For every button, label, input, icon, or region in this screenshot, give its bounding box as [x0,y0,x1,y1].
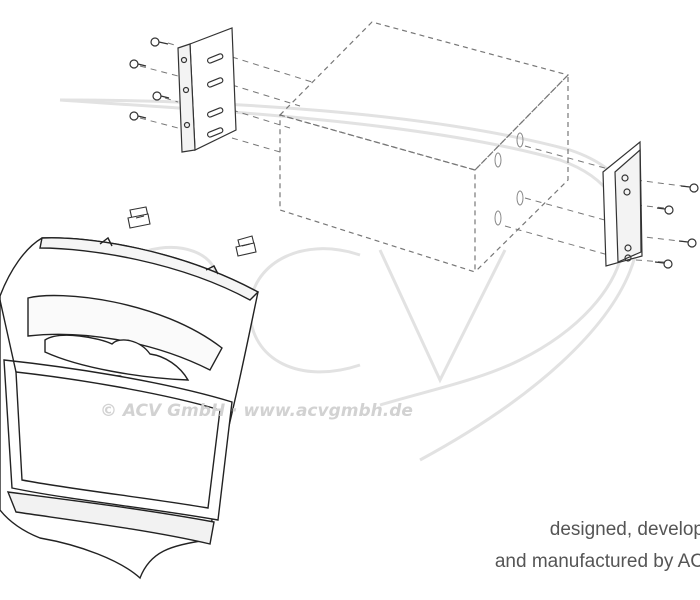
slot [516,132,524,148]
screw-icon [150,37,169,47]
left-screws [129,37,170,121]
watermark-letter-v [378,249,507,384]
radio-box-top [278,21,570,171]
clip-icon [127,206,151,229]
clip-icon [235,235,257,257]
right-screws [654,183,699,269]
credit-line-2: and manufactured by AC [494,551,700,572]
dash-panel [0,236,260,580]
screw-icon [680,183,699,193]
left-mounting-bracket [177,27,237,153]
slot [494,152,502,168]
watermark-copyright: © ACV GmbH · www.acvgmbh.de [100,401,413,421]
radio-box [278,21,570,273]
slot [516,190,524,206]
radio-box-front [279,114,476,273]
right-mounting-bracket [602,140,643,267]
panel-hood [27,294,223,371]
screw-icon [129,111,147,121]
panel-bottom-trim [6,491,215,545]
watermark-letter-c [248,247,361,374]
screw-icon [678,238,697,248]
screw-icon [129,59,147,69]
radio-box-slots [494,132,524,226]
radio-box-side [474,73,569,273]
screw-icon [656,205,674,215]
panel-hood-lip [44,334,190,381]
slot [494,210,502,226]
credit-line-1: designed, develop [549,519,700,540]
screw-icon [152,91,170,101]
panel-top-surface [39,237,260,301]
screen-opening-inner [15,371,221,509]
screw-icon [654,259,673,269]
alignment-lines [139,42,691,263]
